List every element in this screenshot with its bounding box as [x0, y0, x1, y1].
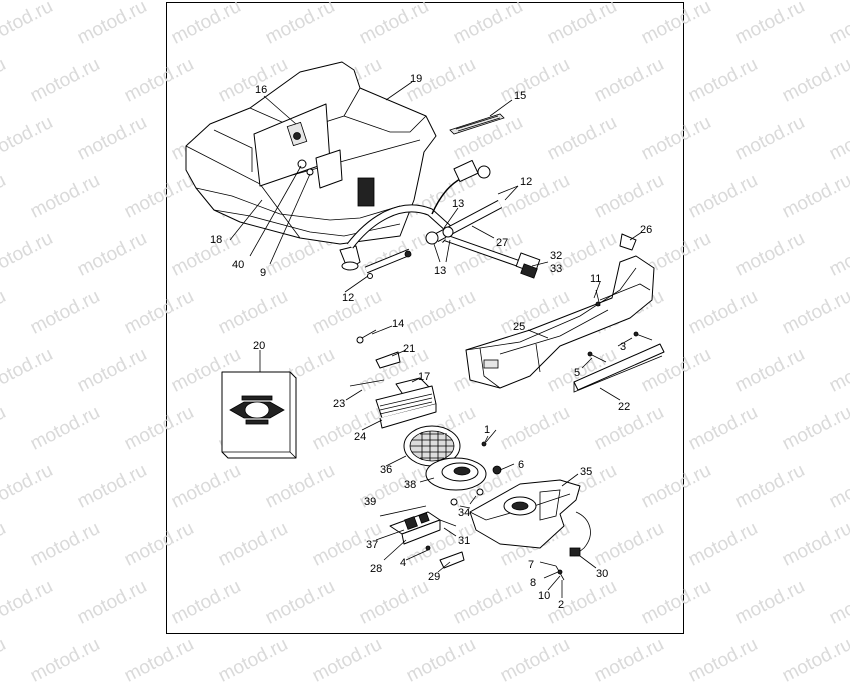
callout-6: 6: [518, 459, 524, 471]
callout-37: 37: [366, 539, 378, 551]
callout-40: 40: [232, 259, 244, 271]
callout-33: 33: [550, 263, 562, 275]
watermark-text: motod.ru: [215, 633, 292, 687]
callout-28: 28: [370, 563, 382, 575]
watermark-text: motod.ru: [497, 633, 574, 687]
callout-1: 1: [484, 424, 490, 436]
callout-21: 21: [403, 343, 415, 355]
callout-18: 18: [210, 234, 222, 246]
owners-manual: [221, 350, 297, 459]
callout-38: 38: [404, 479, 416, 491]
speaker: [425, 435, 502, 491]
callout-7: 7: [528, 559, 534, 571]
wiring-harness: [344, 159, 541, 293]
watermark-text: motod.ru: [309, 633, 386, 687]
callout-9: 9: [260, 267, 266, 279]
speaker-grille: [403, 425, 461, 467]
callout-36: 36: [380, 464, 392, 476]
parts-diagram: 1 2 3 4 5 6 7 8 9 10 11 12 12 13 13 14 1…: [185, 61, 665, 611]
callout-34: 34: [458, 507, 470, 519]
leader-lines: [263, 81, 643, 598]
callout-32: 32: [550, 250, 562, 262]
callout-12-top: 12: [520, 176, 532, 188]
callout-27: 27: [496, 237, 508, 249]
watermark-text: motod.ru: [779, 633, 850, 687]
watermark-text: motod.ru: [403, 633, 480, 687]
callout-13-top: 13: [452, 198, 464, 210]
callout-25: 25: [513, 321, 525, 333]
callout-10: 10: [538, 590, 550, 602]
mounting-bracket: [379, 498, 565, 581]
lens-assembly: [465, 233, 665, 393]
callout-22: 22: [618, 401, 630, 413]
callout-11: 11: [590, 273, 601, 285]
callout-24: 24: [354, 431, 366, 443]
callout-12-bottom: 12: [342, 292, 354, 304]
watermark-text: motod.ru: [121, 633, 198, 687]
callout-labels: 1 2 3 4 5 6 7 8 9 10 11 12 12 13 13 14 1…: [210, 73, 652, 611]
watermark-text: motod.ru: [0, 633, 10, 687]
callout-20: 20: [253, 340, 265, 352]
watermark-text: motod.ru: [27, 633, 104, 687]
callout-16: 16: [255, 84, 267, 96]
callout-26: 26: [640, 224, 652, 236]
callout-23: 23: [333, 398, 345, 410]
speaker-enclosure: [469, 479, 591, 557]
callout-19: 19: [410, 73, 422, 85]
callout-8: 8: [530, 577, 536, 589]
callout-39: 39: [364, 496, 376, 508]
callout-29: 29: [428, 571, 440, 583]
callout-31: 31: [458, 535, 470, 547]
callout-14: 14: [392, 318, 404, 330]
callout-35: 35: [580, 466, 592, 478]
trim-strip: [449, 113, 505, 135]
callout-3: 3: [620, 341, 626, 353]
callout-13-bottom: 13: [434, 265, 446, 277]
watermark-text: motod.ru: [591, 633, 668, 687]
callout-15: 15: [514, 90, 526, 102]
callout-2: 2: [558, 599, 564, 611]
callout-17: 17: [418, 371, 430, 383]
callout-30: 30: [596, 568, 608, 580]
speaker-brackets: [349, 329, 437, 429]
watermark-text: motod.ru: [685, 633, 762, 687]
callout-5: 5: [574, 367, 580, 379]
trunk-body: [185, 61, 437, 271]
callout-4: 4: [400, 557, 406, 569]
